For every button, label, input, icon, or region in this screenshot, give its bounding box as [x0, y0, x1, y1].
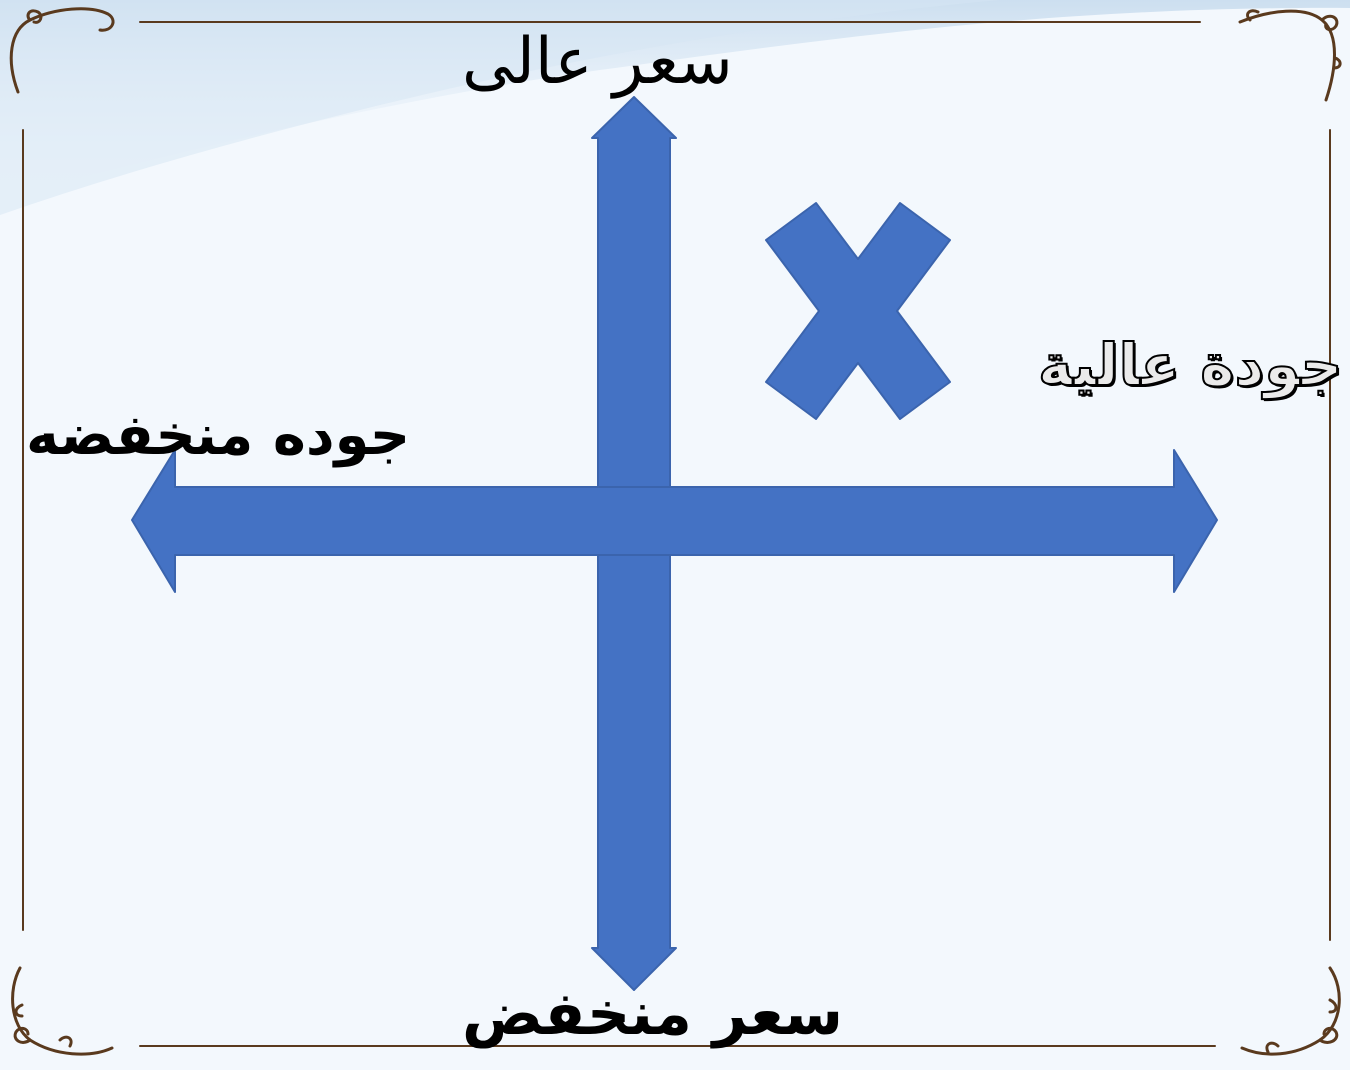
corner-flourish-bottom-left: [13, 968, 112, 1054]
high-quality-label: جودة عالية: [1038, 336, 1342, 394]
corner-flourish-top-right: [1240, 11, 1340, 100]
high-price-label: سعر عالى: [462, 30, 733, 94]
cross-mark-icon: [766, 203, 950, 419]
low-quality-label: جوده منخفضه: [26, 408, 410, 464]
quality-axis-arrow: [132, 450, 1217, 592]
corner-flourish-bottom-right: [1242, 968, 1339, 1054]
low-price-label: سعر منخفض: [462, 984, 843, 1044]
